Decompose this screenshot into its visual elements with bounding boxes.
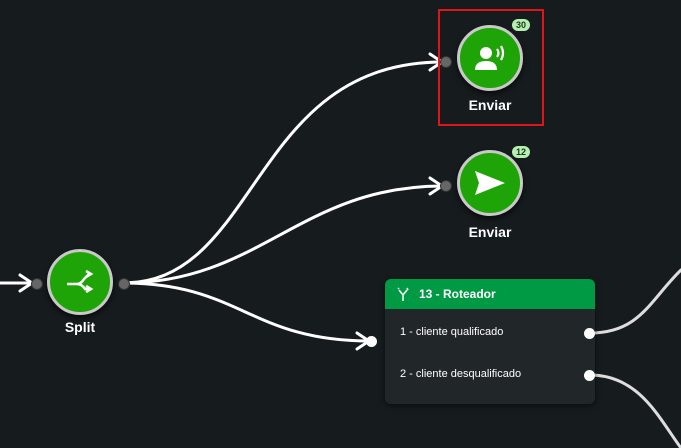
node-label: Split (64, 319, 96, 335)
output-port[interactable] (118, 278, 130, 290)
count-badge: 12 (512, 146, 531, 158)
route-item: 2 - cliente desqualificado (400, 368, 522, 380)
router-input-port[interactable] (366, 336, 377, 347)
route-output-port[interactable] (584, 328, 595, 339)
count-badge: 30 (512, 19, 531, 31)
split-node[interactable] (47, 249, 113, 315)
split-icon (67, 269, 94, 294)
edge-split-router (121, 281, 372, 343)
input-port[interactable] (440, 56, 452, 68)
edge-route1-out (588, 268, 681, 335)
enviar-node-1[interactable] (457, 25, 523, 91)
selection-box (438, 9, 544, 126)
router-title: 13 - Roteador (419, 287, 496, 301)
edge-split-enviar2 (121, 184, 445, 285)
node-label: Enviar (468, 224, 512, 240)
edge-route2-out (588, 373, 681, 448)
input-port[interactable] (440, 180, 452, 192)
node-label: Enviar (468, 97, 512, 113)
person-speaking-icon (475, 45, 505, 70)
send-icon (475, 171, 505, 195)
route-output-port[interactable] (584, 370, 595, 381)
route-item: 1 - cliente qualificado (400, 326, 504, 338)
enviar-node-2[interactable] (457, 150, 523, 216)
router-node[interactable]: 13 - Roteador 1 - cliente qualificado 2 … (385, 279, 595, 404)
router-header: 13 - Roteador (385, 279, 595, 309)
input-port[interactable] (31, 278, 43, 290)
router-fork-icon (397, 287, 409, 301)
edge-split-enviar1 (121, 60, 445, 285)
